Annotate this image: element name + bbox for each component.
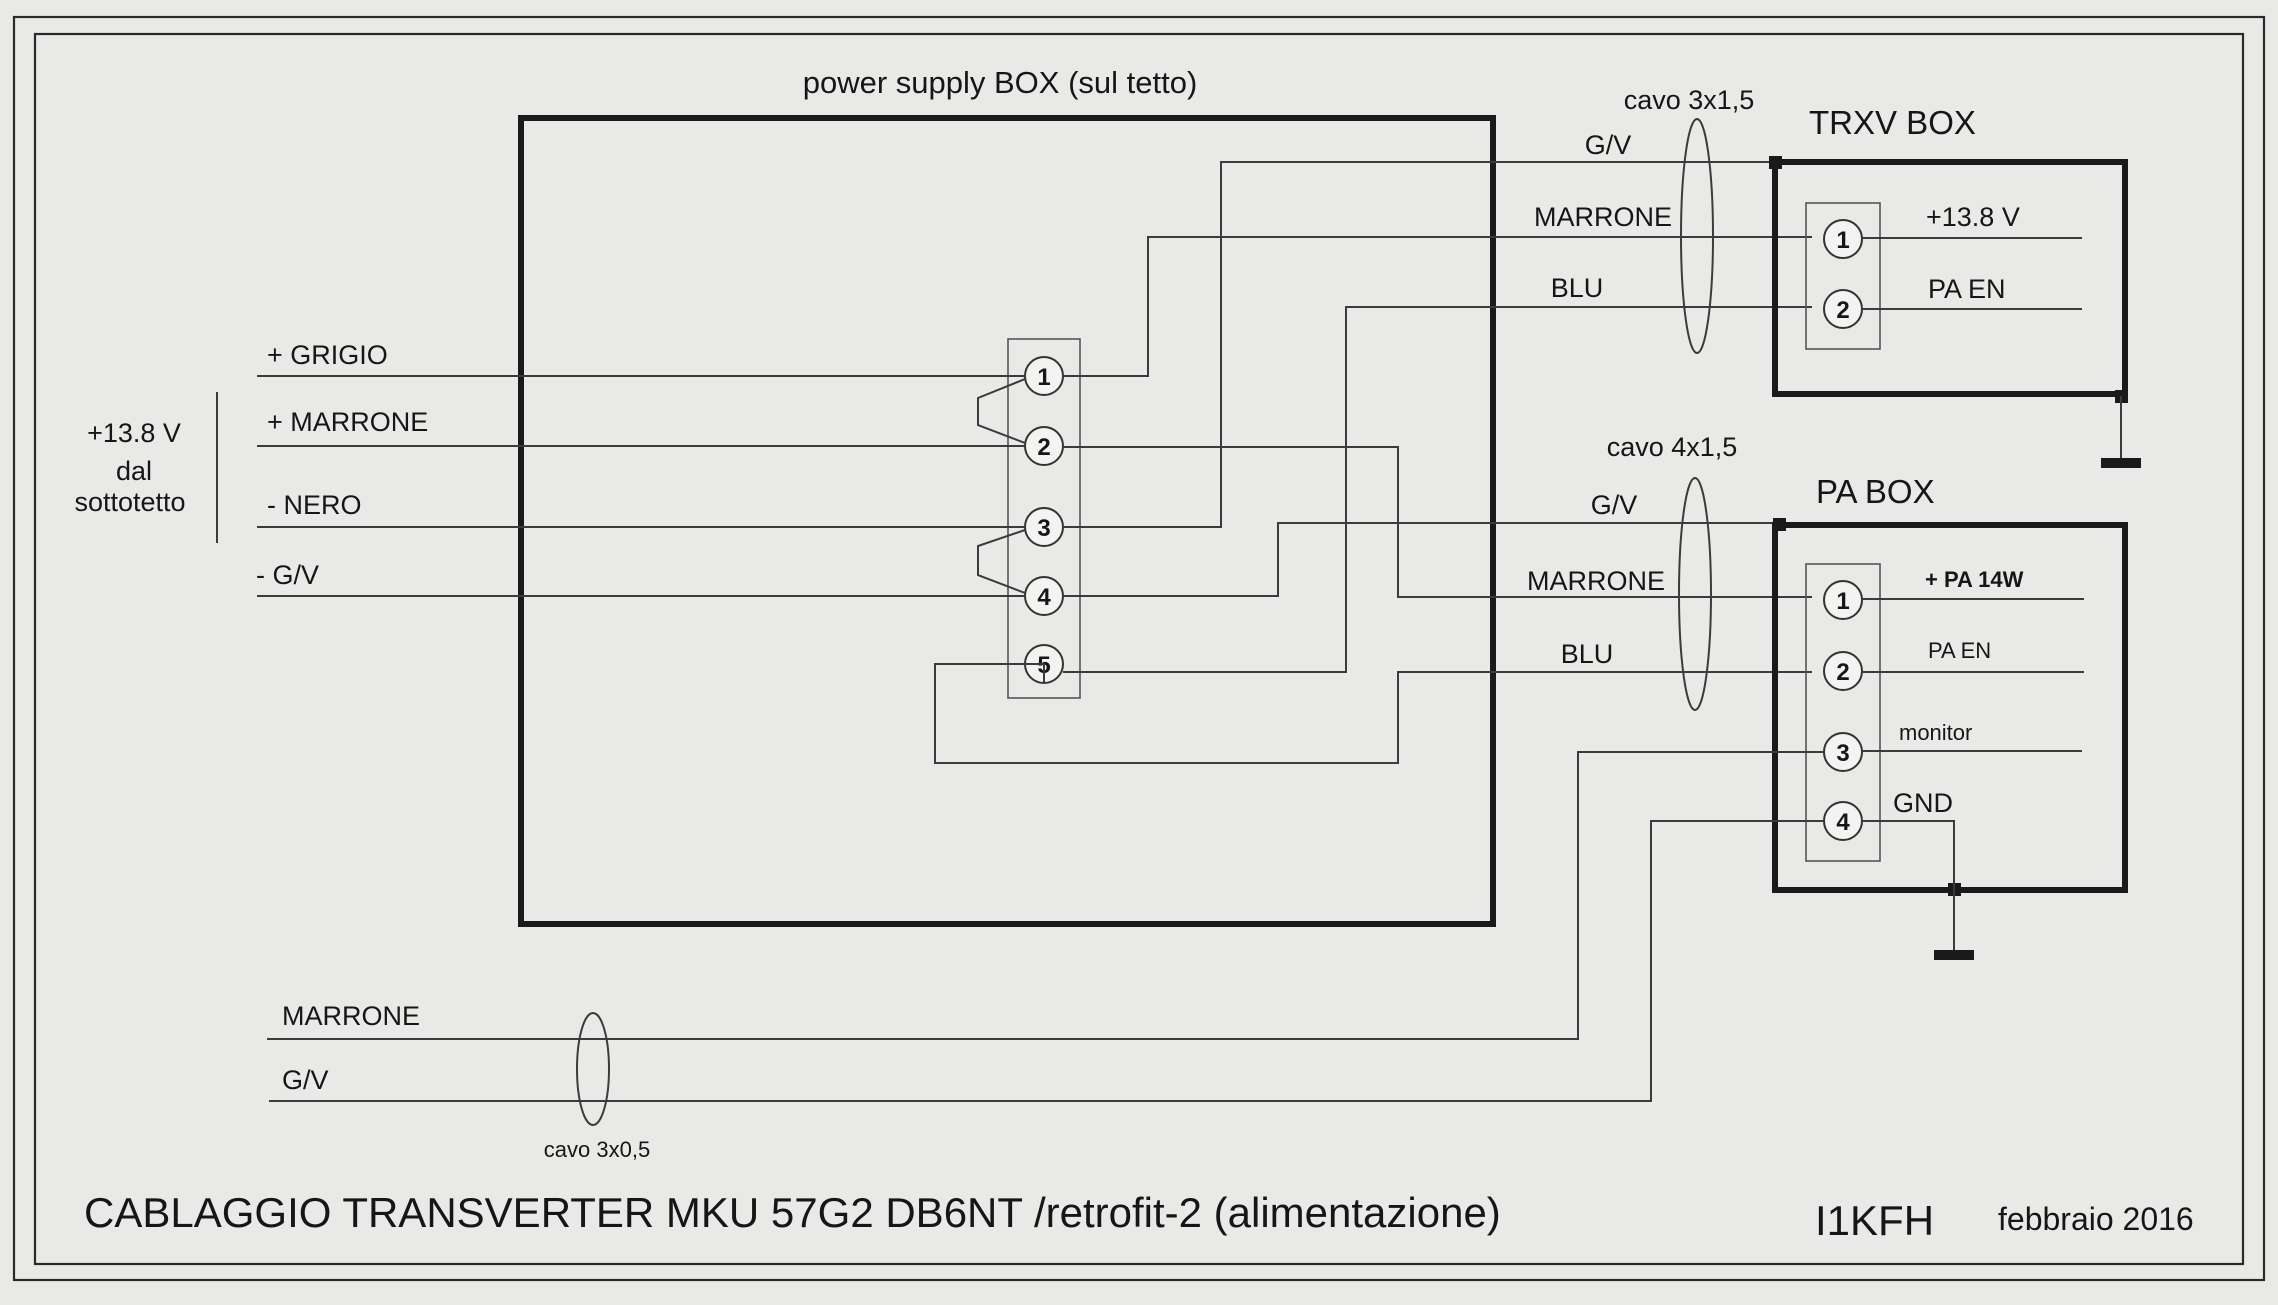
pa-pin1-label: + PA 14W	[1925, 567, 2024, 592]
pa-wire-gv-label: G/V	[1591, 490, 1638, 520]
trxv-pin2-label: PA EN	[1928, 274, 2006, 304]
pa-title: PA BOX	[1816, 473, 1935, 510]
power-supply-terminal-block	[1007, 338, 1081, 699]
trxv-pin-1: 1	[1823, 219, 1863, 259]
trxv-cable-label: cavo 3x1,5	[1624, 85, 1755, 115]
svg-text:4: 4	[1037, 584, 1051, 611]
trxv-wire-blu-label: BLU	[1551, 273, 1604, 303]
pa-ground-symbol	[1934, 950, 1974, 960]
wire-pin4-to-pa-gv	[1063, 522, 1775, 597]
power-supply-pin-2: 2	[1024, 426, 1064, 466]
svg-text:1: 1	[1836, 588, 1849, 615]
wire-label-nero: - NERO	[267, 490, 362, 520]
drawing-date: febbraio 2016	[1998, 1201, 2194, 1237]
pa-pin-2: 2	[1823, 651, 1863, 691]
wire-loop-to-pa-blu	[934, 663, 1812, 764]
pa-cable-label: cavo 4x1,5	[1607, 432, 1738, 462]
svg-text:1: 1	[1836, 227, 1849, 254]
supply-input: +13.8 V dal sottotetto + GRIGIO + MARRON…	[74, 340, 1025, 597]
wire-label-grigio: + GRIGIO	[267, 340, 388, 370]
pa-pin-3: 3	[1823, 732, 1863, 772]
pa-entry-node	[1773, 518, 1786, 531]
supply-voltage-label: +13.8 V	[87, 418, 181, 448]
pa-terminal-block	[1805, 563, 1881, 862]
pa-pin-1: 1	[1823, 580, 1863, 620]
monitor-cable: MARRONE G/V cavo 3x0,5	[267, 751, 1824, 1162]
trxv-cable-bundle	[1680, 118, 1714, 354]
pa-pin3-label: monitor	[1899, 720, 1972, 745]
power-supply-outline	[518, 115, 1496, 927]
wire-pin5-to-trxv-blu	[1063, 306, 1812, 673]
supply-source-label: sottotetto	[74, 487, 185, 517]
svg-text:4: 4	[1836, 809, 1850, 836]
pa-gnd-wire	[1862, 820, 1955, 889]
pa-cable-bundle	[1678, 477, 1712, 711]
pa-wire-blu-label: BLU	[1561, 639, 1614, 669]
power-supply-pin-3: 3	[1024, 507, 1064, 547]
trxv-title: TRXV BOX	[1809, 104, 1976, 141]
power-supply-pin-1: 1	[1024, 356, 1064, 396]
internal-wiring	[934, 161, 1812, 764]
monitor-gv-label: G/V	[282, 1065, 329, 1095]
power-supply-box: power supply BOX (sul tetto) 1 2 3 4 5	[518, 65, 1496, 927]
monitor-marrone-wire	[267, 751, 1824, 1040]
svg-text:3: 3	[1037, 515, 1050, 542]
pa-outline	[1772, 522, 2128, 893]
svg-text:2: 2	[1037, 434, 1050, 461]
trxv-ground-symbol	[2101, 458, 2141, 468]
monitor-cable-bundle	[576, 1012, 610, 1126]
svg-text:3: 3	[1836, 740, 1849, 767]
trxv-wire-gv-label: G/V	[1585, 130, 1632, 160]
pa-wire-marrone-label: MARRONE	[1527, 566, 1665, 596]
pa-pin4-label: GND	[1893, 788, 1953, 818]
pa-pin-4: 4	[1823, 801, 1863, 841]
svg-text:2: 2	[1836, 659, 1849, 686]
drawing-author: I1KFH	[1815, 1197, 1934, 1244]
wire-label-gv: - G/V	[256, 560, 319, 590]
pa-box: PA BOX 1 2 3 4 + PA 14W PA EN monitor GN…	[1527, 432, 2128, 960]
supply-from-label: dal	[116, 456, 152, 486]
trxv-entry-node	[1769, 156, 1782, 169]
trxv-box: TRXV BOX 1 2 +13.8 V PA EN cavo 3x1,5 G/…	[1534, 85, 2141, 468]
trxv-pin-2: 2	[1823, 289, 1863, 329]
monitor-gv-wire	[269, 820, 1824, 1102]
monitor-marrone-label: MARRONE	[282, 1001, 420, 1031]
inner-frame	[33, 32, 2245, 1266]
pa-pin2-label: PA EN	[1928, 638, 1991, 663]
svg-text:2: 2	[1836, 297, 1849, 324]
power-supply-title: power supply BOX (sul tetto)	[803, 65, 1198, 100]
monitor-cable-label: cavo 3x0,5	[544, 1137, 650, 1162]
wire-label-marrone: + MARRONE	[267, 407, 428, 437]
trxv-terminal-block	[1805, 202, 1881, 350]
wire-pin3-to-trxv-gv	[1063, 161, 1773, 528]
wire-pin1-to-trxv-marrone	[1063, 236, 1812, 377]
jumper-1-2	[977, 378, 1026, 444]
jumper-3-4	[977, 529, 1026, 594]
outer-frame	[12, 15, 2266, 1282]
drawing-title: CABLAGGIO TRANSVERTER MKU 57G2 DB6NT /re…	[84, 1189, 1501, 1236]
trxv-pin1-label: +13.8 V	[1926, 202, 2020, 232]
trxv-wire-marrone-label: MARRONE	[1534, 202, 1672, 232]
power-supply-pin-4: 4	[1024, 576, 1064, 616]
svg-text:1: 1	[1037, 364, 1050, 391]
